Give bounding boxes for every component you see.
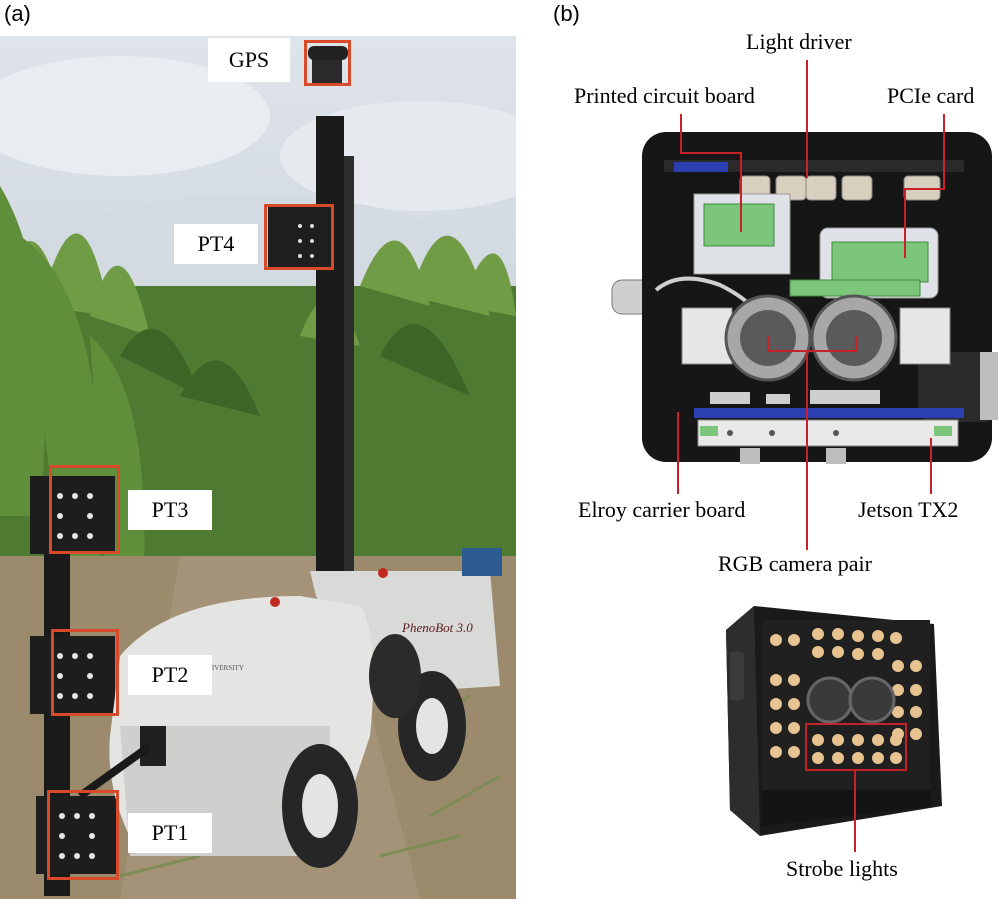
rgb-camera-pair-label: RGB camera pair <box>718 551 872 576</box>
pt1-highlight-box <box>47 790 119 880</box>
strobe-lights-highlight-box <box>805 723 907 771</box>
rgb-leader-drop <box>806 350 808 550</box>
gps-highlight-box <box>304 40 351 86</box>
strobe-light-leds <box>812 734 902 764</box>
jetson-tx2-module <box>697 419 959 447</box>
panel-b-letter: (b) <box>553 1 580 26</box>
jetson-tx2-label: Jetson TX2 <box>858 497 959 522</box>
pcie-card <box>831 241 929 283</box>
field-scene: PhenoBot 3.0 IOWA STATE UNIVERSITY <box>0 46 516 899</box>
field-robot-photo: PhenoBot 3.0 IOWA STATE UNIVERSITY GPS P… <box>0 36 516 899</box>
pt4-label: PT4 <box>174 224 258 264</box>
printed-circuit-board <box>703 203 775 247</box>
rgb-leader-right <box>855 336 857 352</box>
camera-module-diagram <box>611 132 998 464</box>
jetson-leader <box>930 438 932 494</box>
rgb-leader-bar <box>767 350 857 352</box>
panel-a-letter: (a) <box>4 1 31 26</box>
pcb-leader-drop <box>740 152 742 232</box>
elroy-carrier-board <box>694 408 964 418</box>
pcb-leader-horizontal <box>680 152 742 154</box>
pcie-leader-drop <box>904 188 906 258</box>
strobe-lens-right <box>848 676 896 724</box>
gps-label: GPS <box>208 38 290 82</box>
light-driver-leader <box>806 60 808 178</box>
strobe-leader <box>854 770 856 852</box>
strobe-lights-label: Strobe lights <box>786 856 898 881</box>
elroy-leader <box>677 412 679 494</box>
pcie-leader-vertical <box>943 114 945 190</box>
robot-name-badge: PhenoBot 3.0 <box>401 620 473 635</box>
pt3-highlight-box <box>49 465 120 554</box>
pcie-card-label: PCIe card <box>887 83 975 108</box>
pt2-highlight-box <box>51 629 119 716</box>
light-driver-label: Light driver <box>746 29 852 54</box>
pt2-label: PT2 <box>128 655 212 695</box>
pt4-highlight-box <box>264 204 334 270</box>
rgb-leader-left <box>767 336 769 352</box>
elroy-carrier-board-label: Elroy carrier board <box>578 497 746 522</box>
strobe-module-photo <box>726 606 942 836</box>
pcb-leader-vertical <box>680 114 682 154</box>
pt1-label: PT1 <box>128 813 212 853</box>
pt3-label: PT3 <box>128 490 212 530</box>
pcie-leader-horizontal <box>904 188 945 190</box>
strobe-lens-left <box>806 676 854 724</box>
printed-circuit-board-label: Printed circuit board <box>574 83 755 108</box>
